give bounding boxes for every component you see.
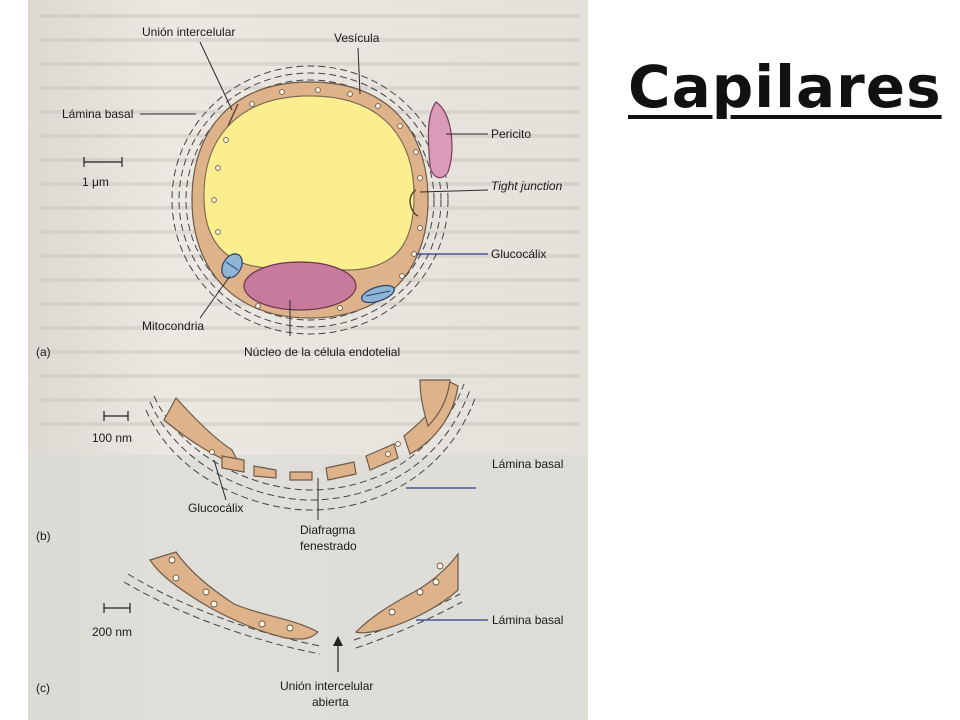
vesicles-a	[211, 87, 423, 311]
endothelial-nucleus	[243, 261, 357, 311]
panel-c: 200 nm Lámina basal Unión intercelular a…	[36, 551, 563, 709]
tight-junction	[409, 189, 419, 217]
cell-segment-c-left	[149, 551, 319, 640]
mitochondrion-left	[221, 253, 243, 279]
scale-bar-a	[83, 157, 123, 167]
open-junction-arrowhead	[333, 636, 343, 646]
intercellular-junction-cleft	[227, 103, 239, 127]
capillary-lumen	[203, 95, 415, 271]
panel-a: Unión intercelular Vesícula Lámina basal…	[36, 25, 563, 359]
label-diafragma-line2: fenestrado	[300, 539, 357, 553]
mitochondrion-right	[361, 284, 395, 304]
label-mitocondria: Mitocondria	[142, 319, 204, 333]
label-pericito: Pericito	[491, 127, 531, 141]
cell-segment-b-upper-right	[419, 379, 451, 428]
label-lamina-basal-c: Lámina basal	[492, 613, 563, 627]
panel-tag-a: (a)	[36, 345, 51, 359]
cell-segment-b-3	[289, 471, 313, 481]
cell-segment-c-right	[354, 552, 459, 634]
label-glucocalix-b: Glucocálix	[188, 501, 243, 515]
scale-label-a: 1 μm	[82, 175, 109, 189]
scale-bar-c	[103, 603, 131, 613]
cell-segment-b-2	[253, 465, 277, 479]
capillary-figure: Unión intercelular Vesícula Lámina basal…	[28, 0, 588, 720]
label-tight-junction: Tight junction	[491, 179, 563, 193]
page-lower-tint	[28, 455, 588, 720]
label-glucocalix-a: Glucocálix	[491, 247, 546, 261]
cell-segment-b-5	[365, 443, 399, 471]
scale-bar-b	[103, 411, 129, 421]
slide-title: Capilares	[628, 53, 942, 121]
label-union-abierta-line2: abierta	[312, 695, 349, 709]
scale-label-c: 200 nm	[92, 625, 132, 639]
pericyte	[427, 101, 453, 179]
scale-label-b: 100 nm	[92, 431, 132, 445]
cell-segment-b-1	[221, 455, 245, 473]
label-union-abierta-line1: Unión intercelular	[280, 679, 373, 693]
panel-tag-c: (c)	[36, 681, 50, 695]
panel-b: 100 nm Lámina basal Glucocálix Diafragma…	[36, 379, 563, 553]
label-union-intercelular: Unión intercelular	[142, 25, 235, 39]
panel-tag-b: (b)	[36, 529, 51, 543]
label-lamina-basal-b: Lámina basal	[492, 457, 563, 471]
label-diafragma-line1: Diafragma	[300, 523, 356, 537]
label-vesicula: Vesícula	[334, 31, 380, 45]
label-nucleo: Núcleo de la célula endotelial	[244, 345, 400, 359]
label-lamina-basal-a: Lámina basal	[62, 107, 133, 121]
cell-segment-b-4	[325, 461, 357, 481]
